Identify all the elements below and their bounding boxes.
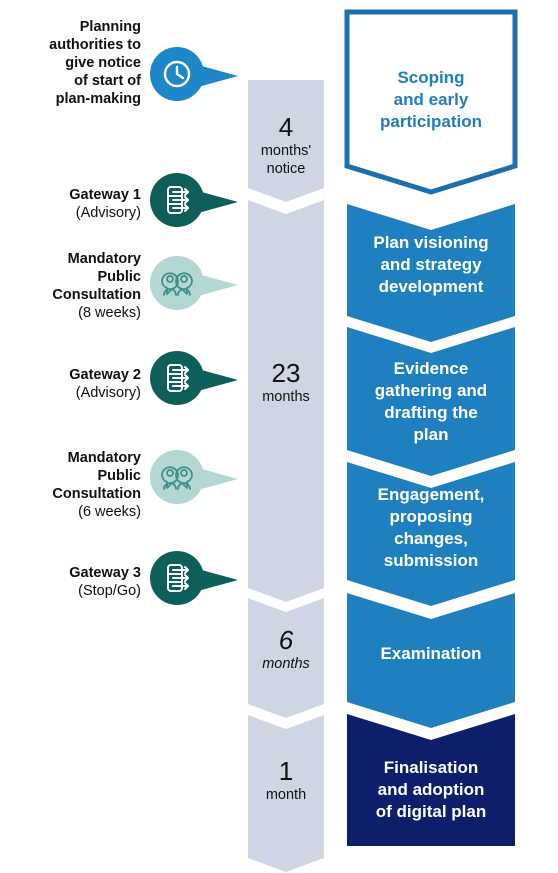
gateway-icon	[167, 186, 189, 214]
duration-number: 23	[271, 358, 301, 388]
event-bubble	[150, 47, 238, 101]
stage-label-line: plan	[413, 425, 449, 444]
stage-label: Plan visioning and strategy development	[347, 232, 515, 298]
duration-unit: months	[262, 656, 310, 672]
bubble-pointer	[198, 468, 238, 490]
bubble-pointer	[198, 191, 238, 213]
stage-label-line: and adoption	[377, 780, 485, 799]
bubble-pointer	[198, 65, 238, 87]
event-title-line: Mandatory	[67, 450, 141, 466]
gateway-icon	[167, 364, 189, 392]
stage-label-line: Examination	[380, 644, 482, 663]
event-title-line: Gateway 2	[69, 367, 141, 383]
event-title-line: give notice	[65, 55, 141, 71]
event-title-line: of start of	[74, 73, 141, 89]
stage-label-line: development	[378, 277, 484, 296]
stage-chevron	[344, 9, 518, 195]
stage-label: Scoping and early participation	[347, 67, 515, 133]
duration-number: 1	[278, 756, 294, 786]
timeline-segment	[248, 200, 324, 602]
stage-label-line: and strategy	[380, 255, 482, 274]
event-label: Gateway 1 (Advisory)	[1, 186, 141, 222]
duration-unit: months	[262, 389, 310, 405]
event-note: (6 weeks)	[78, 504, 141, 520]
bubble-pointer	[198, 274, 238, 296]
stage-label: Engagement, proposing changes, submission	[347, 484, 515, 572]
event-bubble	[150, 351, 238, 405]
stage-label-line: gathering and	[374, 381, 488, 400]
stage-label-line: Engagement,	[377, 485, 485, 504]
stage-label-line: Scoping	[397, 68, 465, 87]
stage-label-line: changes,	[394, 529, 468, 548]
people-icon	[161, 466, 193, 490]
stage-label-line: Plan visioning	[373, 233, 489, 252]
stage-label-line: of digital plan	[375, 802, 487, 821]
event-title-line: authorities to	[49, 37, 141, 53]
event-title-line: plan-making	[55, 91, 141, 107]
event-bubble	[150, 551, 238, 605]
gateway-icon	[167, 564, 189, 592]
event-note: (Stop/Go)	[78, 583, 141, 599]
timeline-segment	[248, 598, 324, 718]
stage-chevron	[347, 204, 515, 342]
bubble-pointer	[198, 369, 238, 391]
event-label: Planning authorities to give notice of star…	[1, 18, 141, 108]
stage-chevron	[347, 327, 515, 476]
event-note: (Advisory)	[75, 385, 141, 401]
event-title-line: Mandatory	[67, 251, 141, 267]
clock-icon	[163, 60, 191, 88]
event-note: (Advisory)	[75, 205, 141, 221]
stage-label-line: and early	[393, 90, 469, 109]
stage-label-line: drafting the	[384, 403, 478, 422]
stage-label: Finalisation and adoption of digital plan	[347, 757, 515, 823]
stage-label-line: proposing	[389, 507, 473, 526]
duration-number: 6	[278, 625, 294, 655]
stage-chevron	[347, 593, 515, 728]
duration-unit: months'	[260, 143, 312, 159]
duration-unit: notice	[266, 161, 306, 177]
event-title-line: Public	[97, 269, 141, 285]
stage-label-line: Finalisation	[383, 758, 479, 777]
stage-label-line: submission	[383, 551, 479, 570]
event-title-line: Gateway 1	[69, 187, 141, 203]
stage-chevron	[347, 714, 515, 846]
event-label: Gateway 2 (Advisory)	[1, 366, 141, 402]
event-note: (8 weeks)	[78, 305, 141, 321]
event-title-line: Gateway 3	[69, 565, 141, 581]
timeline-segment	[248, 715, 324, 872]
duration-number: 4	[278, 112, 294, 142]
timeline-segment	[248, 80, 324, 202]
stage-label-line: participation	[379, 112, 482, 131]
event-title-line: Consultation	[52, 486, 141, 502]
stage-label: Evidence gathering and drafting the plan	[347, 358, 515, 446]
event-bubble	[150, 173, 238, 227]
duration-unit: month	[265, 787, 307, 803]
stage-label-line: Evidence	[393, 359, 469, 378]
stage-label: Examination	[347, 643, 515, 665]
event-title-line: Public	[97, 468, 141, 484]
event-label: Gateway 3 (Stop/Go)	[1, 564, 141, 600]
people-icon	[161, 272, 193, 296]
event-title-line: Planning	[79, 19, 141, 35]
stage-chevron	[347, 462, 515, 606]
event-title-line: Consultation	[52, 287, 141, 303]
bubble-pointer	[198, 569, 238, 591]
